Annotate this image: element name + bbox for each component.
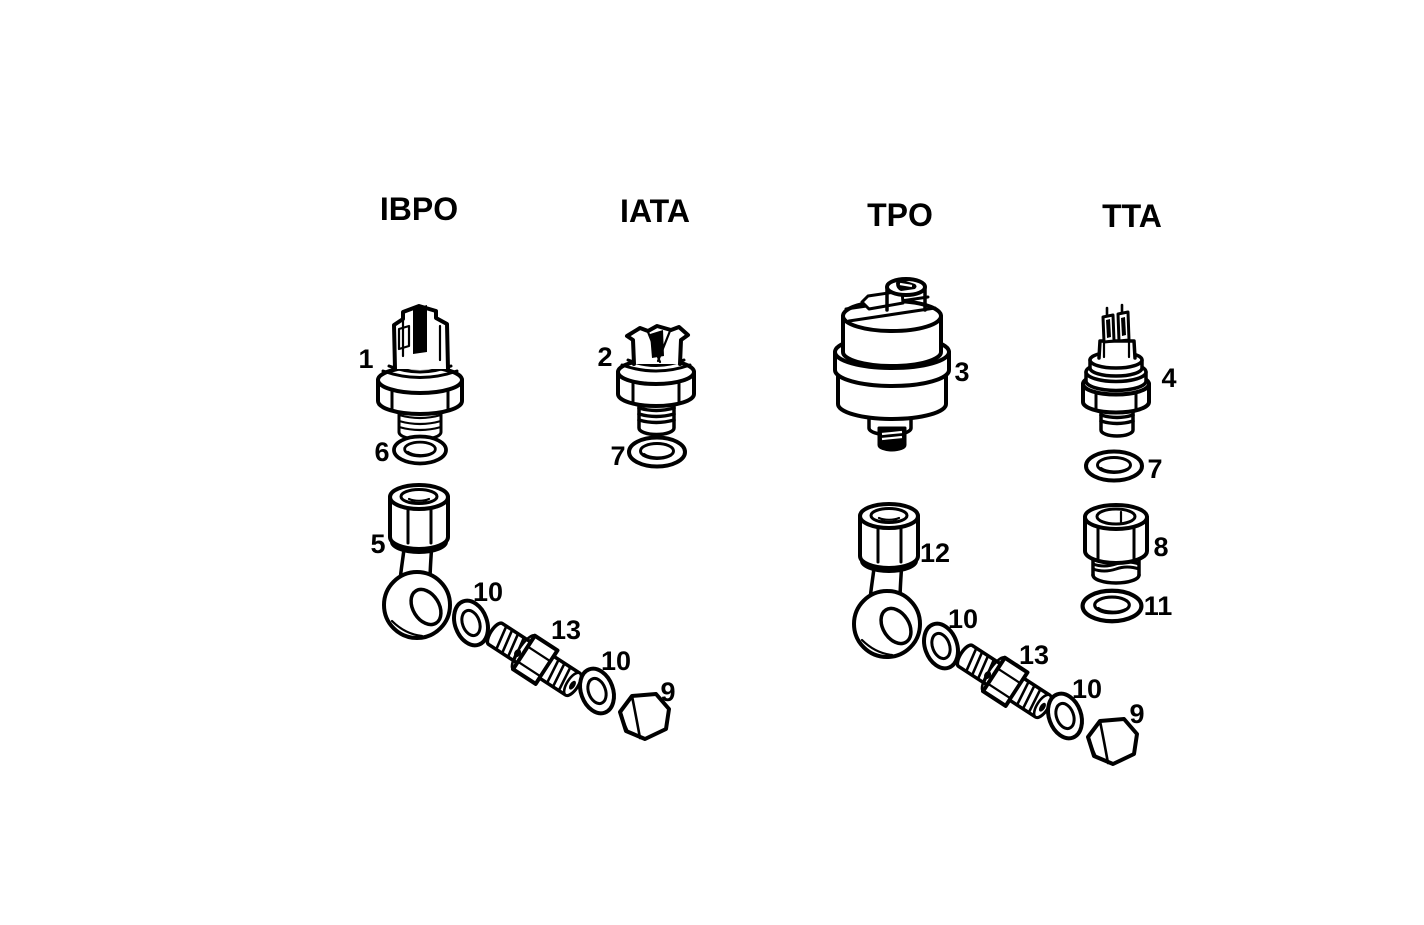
callout-1: 1 bbox=[358, 344, 373, 374]
callout-6: 6 bbox=[374, 437, 389, 467]
column-tta: TTA 4 bbox=[1083, 198, 1177, 621]
column-iata: IATA 2 7 bbox=[597, 193, 696, 471]
temp-sender-drawing bbox=[1081, 303, 1151, 438]
callout-13: 13 bbox=[551, 615, 581, 645]
callout-7: 7 bbox=[1147, 454, 1162, 484]
callout-11: 11 bbox=[1144, 591, 1173, 621]
seal-washer-drawing bbox=[392, 434, 448, 466]
callout-13: 13 bbox=[1019, 640, 1049, 670]
callout-5: 5 bbox=[370, 529, 385, 559]
column-tpo: TPO 3 12 bbox=[833, 197, 1145, 766]
pressure-sender-drawing bbox=[833, 277, 951, 452]
adapter-bush-drawing bbox=[1083, 503, 1149, 585]
callout-3: 3 bbox=[954, 357, 969, 387]
column-header-tta: TTA bbox=[1102, 198, 1162, 234]
callout-8: 8 bbox=[1153, 532, 1168, 562]
callout-12: 12 bbox=[920, 538, 950, 568]
seal-washer-drawing bbox=[627, 435, 687, 469]
seal-washer-drawing bbox=[1083, 591, 1142, 621]
callout-10-b: 10 bbox=[601, 646, 631, 676]
callout-7: 7 bbox=[610, 441, 625, 471]
column-header-tpo: TPO bbox=[867, 197, 933, 233]
column-ibpo: IBPO 1 6 5 bbox=[358, 191, 676, 741]
seal-washer-drawing bbox=[1084, 449, 1144, 483]
column-header-ibpo: IBPO bbox=[380, 191, 458, 227]
callout-2: 2 bbox=[597, 342, 612, 372]
callout-4: 4 bbox=[1161, 363, 1176, 393]
callout-10-a: 10 bbox=[948, 604, 978, 634]
callout-9: 9 bbox=[1129, 699, 1144, 729]
callout-10-b: 10 bbox=[1072, 674, 1102, 704]
column-header-iata: IATA bbox=[620, 193, 690, 229]
callout-9: 9 bbox=[660, 677, 675, 707]
temp-sensor-drawing bbox=[616, 324, 696, 437]
callout-10-a: 10 bbox=[473, 577, 503, 607]
